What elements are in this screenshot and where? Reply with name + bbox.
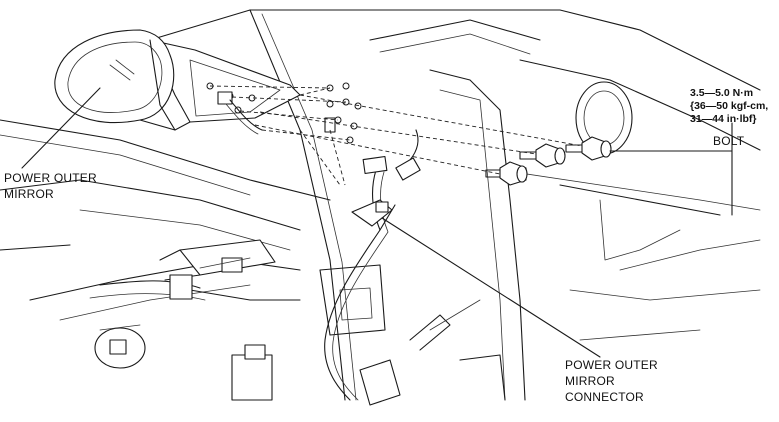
callout-connector-line-2: MIRROR bbox=[565, 374, 615, 388]
mount-holes bbox=[324, 82, 362, 144]
callout-mirror-line-1: POWER OUTER bbox=[4, 171, 97, 185]
lower-door-details bbox=[94, 264, 506, 406]
torque-spec-line-1: 3.5—5.0 N·m bbox=[690, 87, 753, 99]
inner-door-handle bbox=[89, 239, 301, 301]
door-trim-panel bbox=[0, 119, 331, 321]
torque-spec-line-3: 31—44 in·lbf} bbox=[690, 113, 757, 125]
callout-mirror: POWER OUTER MIRROR bbox=[4, 171, 97, 201]
bolt-upper bbox=[565, 136, 612, 161]
torque-spec-line-2: {36—50 kgf-cm, bbox=[690, 100, 768, 112]
leader-lines bbox=[21, 87, 733, 358]
bolt-middle bbox=[519, 143, 566, 168]
callout-connector: POWER OUTER MIRROR CONNECTOR bbox=[565, 358, 658, 404]
door-body bbox=[149, 9, 761, 401]
callout-mirror-line-2: MIRROR bbox=[4, 187, 54, 201]
bolt-lower bbox=[485, 161, 528, 186]
power-outer-mirror bbox=[54, 29, 301, 135]
callout-connector-line-3: CONNECTOR bbox=[565, 390, 644, 404]
callout-torque: 3.5—5.0 N·m {36—50 kgf-cm, 31—44 in·lbf} bbox=[690, 87, 768, 125]
assembly-dashed-lines bbox=[209, 85, 583, 186]
callout-bolt-label: BOLT bbox=[713, 134, 745, 148]
callout-bolt: BOLT bbox=[713, 134, 745, 148]
mirror-connector bbox=[351, 155, 421, 227]
callout-connector-line-1: POWER OUTER bbox=[565, 358, 658, 372]
